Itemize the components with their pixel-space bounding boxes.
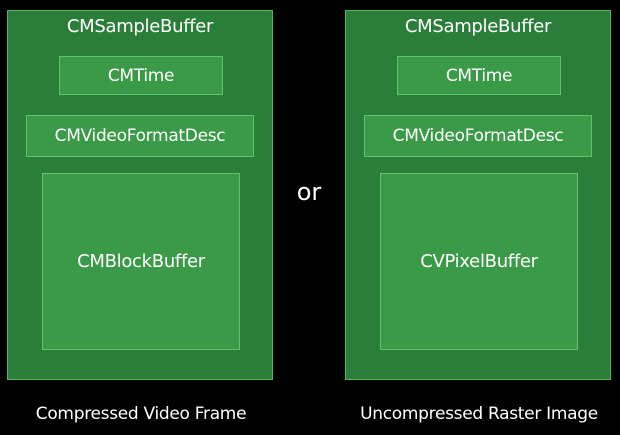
right-sample-buffer-title: CMSampleBuffer [404, 16, 552, 37]
right-format-desc-box: CMVideoFormatDesc [364, 115, 592, 157]
left-sample-buffer-title: CMSampleBuffer [66, 16, 214, 37]
right-sample-buffer-container: CMSampleBuffer CMTime CMVideoFormatDesc … [345, 10, 611, 380]
left-caption: Compressed Video Frame [35, 404, 247, 424]
left-block-buffer-box: CMBlockBuffer [42, 173, 240, 350]
or-separator: or [296, 178, 322, 206]
left-cmtime-box: CMTime [59, 56, 223, 95]
left-sample-buffer-container: CMSampleBuffer CMTime CMVideoFormatDesc … [7, 10, 273, 380]
right-caption: Uncompressed Raster Image [360, 404, 598, 424]
right-pixel-buffer-box: CVPixelBuffer [380, 173, 578, 350]
left-format-desc-box: CMVideoFormatDesc [26, 115, 254, 157]
right-cmtime-box: CMTime [397, 56, 561, 95]
